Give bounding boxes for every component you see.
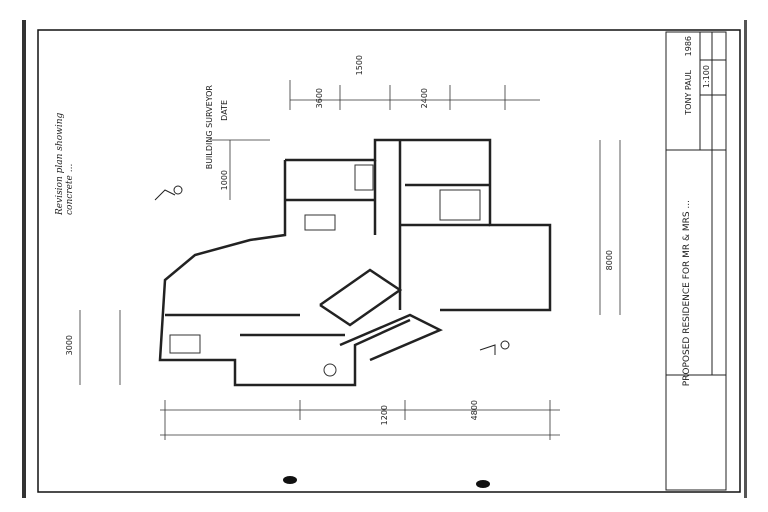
- title-block: [665, 31, 727, 491]
- dim-label: 1500: [355, 55, 364, 76]
- punch-hole: [283, 476, 297, 484]
- north-arrow: [154, 185, 510, 355]
- fixtures: [169, 164, 481, 377]
- approval-stamp: BUILDING SURVEYOR: [205, 85, 214, 170]
- sheet-border: [37, 29, 741, 493]
- dim-label: 3600: [315, 88, 324, 109]
- dim-label: 1000: [220, 170, 229, 191]
- scan-edge-left: [22, 20, 26, 498]
- dim-label: 8000: [605, 250, 614, 271]
- dimension-lines: [79, 80, 621, 440]
- drawn-by: TONY PAUL: [684, 70, 693, 115]
- dim-label: 2400: [420, 88, 429, 109]
- date-label: DATE: [220, 100, 229, 121]
- floor-plan-walls: [158, 138, 552, 387]
- dim-label: 3000: [65, 335, 74, 356]
- scale-value: 1:100: [702, 65, 711, 89]
- scan-edge-right: [744, 20, 747, 498]
- title-text: PROPOSED RESIDENCE FOR MR & MRS ...: [682, 200, 692, 387]
- dim-label: 1200: [380, 405, 389, 426]
- year: 1986: [684, 36, 693, 57]
- handwritten-note: Revision plan showing concrete ...: [55, 112, 75, 215]
- dim-label: 4800: [470, 400, 479, 421]
- punch-hole: [476, 480, 490, 488]
